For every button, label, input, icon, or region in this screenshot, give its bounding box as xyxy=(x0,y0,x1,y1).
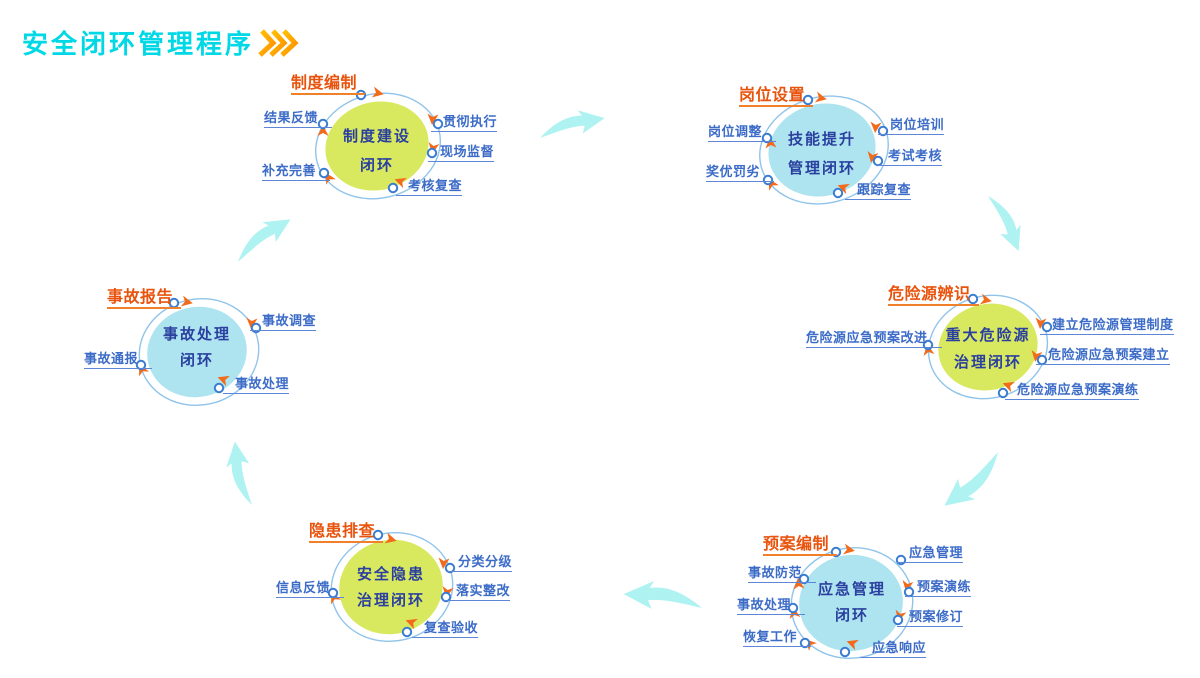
page-title-text: 安全闭环管理程序 xyxy=(22,30,255,60)
node-label-line1: 制度建设 xyxy=(342,127,412,145)
node-label-line2: 管理闭环 xyxy=(787,159,857,177)
ring-dot xyxy=(213,382,225,394)
satellite-label: 贯彻执行 xyxy=(431,115,498,132)
ring-arrowhead xyxy=(844,636,859,651)
flow-arrow-1-to-2 xyxy=(537,107,607,139)
satellite-label: 危险源应急预案改进 xyxy=(806,331,942,348)
satellite-label: 现场监督 xyxy=(428,145,495,162)
node-label-line1: 安全隐患 xyxy=(356,565,426,583)
flow-arrow-2-to-3 xyxy=(987,189,1029,255)
satellite-label: 信息反馈 xyxy=(276,581,345,598)
cluster-header-yinhuan: 隐患排查 xyxy=(309,521,384,544)
node-label-line1: 重大危险源 xyxy=(945,326,1031,344)
satellite-label: 建立危险源管理制度 xyxy=(1040,318,1174,335)
ring-dot xyxy=(401,626,413,638)
ring-arrowhead xyxy=(814,91,828,105)
satellite-label: 复查验收 xyxy=(412,621,479,638)
node-label-line2: 闭环 xyxy=(179,351,215,369)
satellite-label: 结果反馈 xyxy=(264,111,333,128)
ring-arrowhead xyxy=(371,86,385,100)
ring-arrowhead xyxy=(384,532,399,547)
node-label-line1: 技能提升 xyxy=(787,130,857,148)
ring-arrowhead xyxy=(979,293,993,307)
satellite-label: 危险源应急预案建立 xyxy=(1036,348,1170,365)
satellite-label: 应急管理 xyxy=(897,546,964,563)
ring-dot xyxy=(839,646,851,658)
ring-arrowhead xyxy=(180,295,194,309)
cluster-header-yuan: 预案编制 xyxy=(763,534,838,557)
flow-arrow-6-to-1 xyxy=(226,209,297,263)
satellite-label: 事故防范 xyxy=(748,566,817,583)
satellite-label: 事故调查 xyxy=(250,314,317,331)
satellite-label: 奖优罚劣 xyxy=(706,165,775,182)
satellite-label: 事故处理 xyxy=(223,377,290,394)
node-label-line1: 应急管理 xyxy=(817,580,887,598)
page-title: 安全闭环管理程序 xyxy=(22,24,300,61)
node-label-line2: 治理闭环 xyxy=(953,353,1023,371)
satellite-label: 岗位培训 xyxy=(878,118,945,135)
node-label-line2: 治理闭环 xyxy=(356,591,426,609)
cluster-header-gangwei: 岗位设置 xyxy=(739,85,814,108)
node-label-line2: 闭环 xyxy=(834,606,870,624)
ring-dot xyxy=(832,187,844,199)
satellite-label: 事故处理 xyxy=(737,598,806,615)
satellite-label: 事故通报 xyxy=(84,352,153,369)
satellite-label: 岗位调整 xyxy=(708,125,777,142)
triple-chevron-icon xyxy=(258,28,299,57)
node-label-line2: 闭环 xyxy=(359,156,395,174)
satellite-label: 分类分级 xyxy=(446,555,513,572)
satellite-label: 补充完善 xyxy=(262,164,331,181)
cluster-header-weixianyuan: 危险源辨识 xyxy=(888,284,979,307)
cluster-header-zhidu: 制度编制 xyxy=(291,73,366,96)
satellite-label: 预案修订 xyxy=(897,610,964,627)
ring-arrowhead xyxy=(843,543,856,557)
satellite-label: 落实整改 xyxy=(444,584,511,601)
flow-arrow-3-to-4 xyxy=(936,451,1013,516)
satellite-label: 危险源应急预案演练 xyxy=(1005,383,1139,400)
satellite-label: 考试考核 xyxy=(876,149,943,166)
node-label-line1: 事故处理 xyxy=(162,325,232,343)
satellite-label: 考核复查 xyxy=(396,179,463,196)
cluster-header-shigu: 事故报告 xyxy=(107,287,182,310)
flow-arrow-5-to-6 xyxy=(224,440,253,507)
satellite-label: 跟踪复查 xyxy=(845,183,912,200)
satellite-label: 恢复工作 xyxy=(743,630,812,647)
flow-arrow-4-to-5 xyxy=(623,581,702,609)
satellite-label: 预案演练 xyxy=(905,580,972,597)
satellite-label: 应急响应 xyxy=(860,641,927,658)
